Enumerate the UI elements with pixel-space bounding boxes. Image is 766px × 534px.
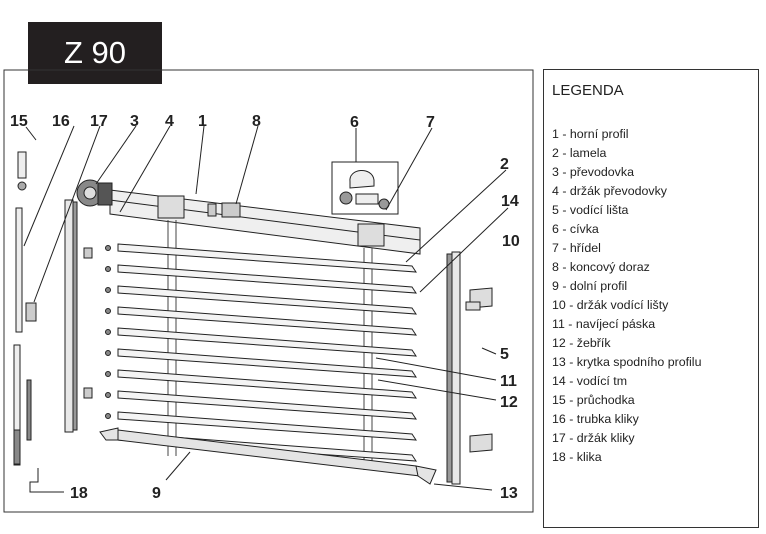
legend-item: 13 - krytka spodního profilu (552, 355, 702, 369)
callout-6: 6 (350, 114, 359, 131)
legend-panel: LEGENDA 1 - horní profil 2 - lamela 3 - př… (543, 69, 759, 528)
guide-rail-right (446, 251, 461, 485)
slat (117, 264, 417, 294)
slat (117, 327, 417, 357)
callout-12: 12 (500, 394, 518, 411)
legend-item: 14 - vodící tm (552, 374, 628, 388)
legend-item: 5 - vodící lišta (552, 203, 629, 217)
slat-end-cap (105, 308, 111, 314)
slat (117, 369, 417, 399)
legend-item: 2 - lamela (552, 146, 607, 160)
legend-item: 3 - převodovka (552, 165, 634, 179)
legend-item: 9 - dolní profil (552, 279, 628, 293)
callout-5: 5 (500, 346, 509, 363)
slat-end-cap (105, 287, 111, 293)
callout-13: 13 (500, 485, 518, 502)
end-stop (207, 202, 241, 218)
legend-item: 17 - držák kliky (552, 431, 635, 445)
legend-list: 1 - horní profil 2 - lamela 3 - převodovka… (552, 125, 701, 467)
callout-4: 4 (165, 113, 174, 130)
drawing-frame (3, 69, 534, 513)
callout-7: 7 (426, 114, 435, 131)
slat-end-cap (105, 413, 111, 419)
slat (117, 306, 417, 336)
slat (117, 390, 417, 420)
callout-11: 11 (500, 373, 517, 390)
crank-assembly (13, 151, 37, 466)
slat (117, 348, 417, 378)
legend-item: 11 - navíjecí páska (552, 317, 656, 331)
ladder-carrier-left (157, 195, 185, 219)
callout-10: 10 (502, 233, 520, 250)
legend-item: 1 - horní profil (552, 127, 629, 141)
ladder-carrier-right (357, 223, 385, 247)
legend-item: 7 - hřídel (552, 241, 601, 255)
slat (117, 411, 417, 441)
slat-end-cap (105, 371, 111, 377)
callout-lines (23, 125, 509, 493)
legend-item: 6 - cívka (552, 222, 599, 236)
callout-1: 1 (198, 113, 207, 130)
callout-18: 18 (70, 485, 88, 502)
slat (117, 285, 417, 315)
slat-end-cap (105, 266, 111, 272)
callout-2: 2 (500, 156, 509, 173)
slat-end-cap (105, 350, 111, 356)
callout-15: 15 (10, 113, 28, 130)
slat (117, 243, 417, 273)
callout-14: 14 (501, 193, 519, 210)
legend-item: 18 - klika (552, 450, 602, 464)
legend-item: 4 - držák převodovky (552, 184, 668, 198)
guide-rail-bracket (465, 287, 493, 453)
bottom-profile (99, 427, 437, 485)
legend-item: 10 - držák vodící lišty (552, 298, 669, 312)
slats (105, 243, 417, 462)
legend-item: 16 - trubka kliky (552, 412, 639, 426)
legend-item: 8 - koncový doraz (552, 260, 650, 274)
slat-end-cap (105, 245, 111, 251)
guide-rail-left (64, 199, 93, 433)
legend-heading: LEGENDA (552, 82, 624, 99)
slat-end-cap (105, 329, 111, 335)
callout-3: 3 (130, 113, 139, 130)
legend-item: 15 - průchodka (552, 393, 635, 407)
diagram-title: Z 90 (28, 22, 162, 84)
gearbox (76, 179, 113, 207)
callout-8: 8 (252, 113, 261, 130)
slat-end-cap (105, 392, 111, 398)
callout-17: 17 (90, 113, 108, 130)
callout-9: 9 (152, 485, 161, 502)
callout-16: 16 (52, 113, 70, 130)
legend-item: 12 - žebřík (552, 336, 611, 350)
